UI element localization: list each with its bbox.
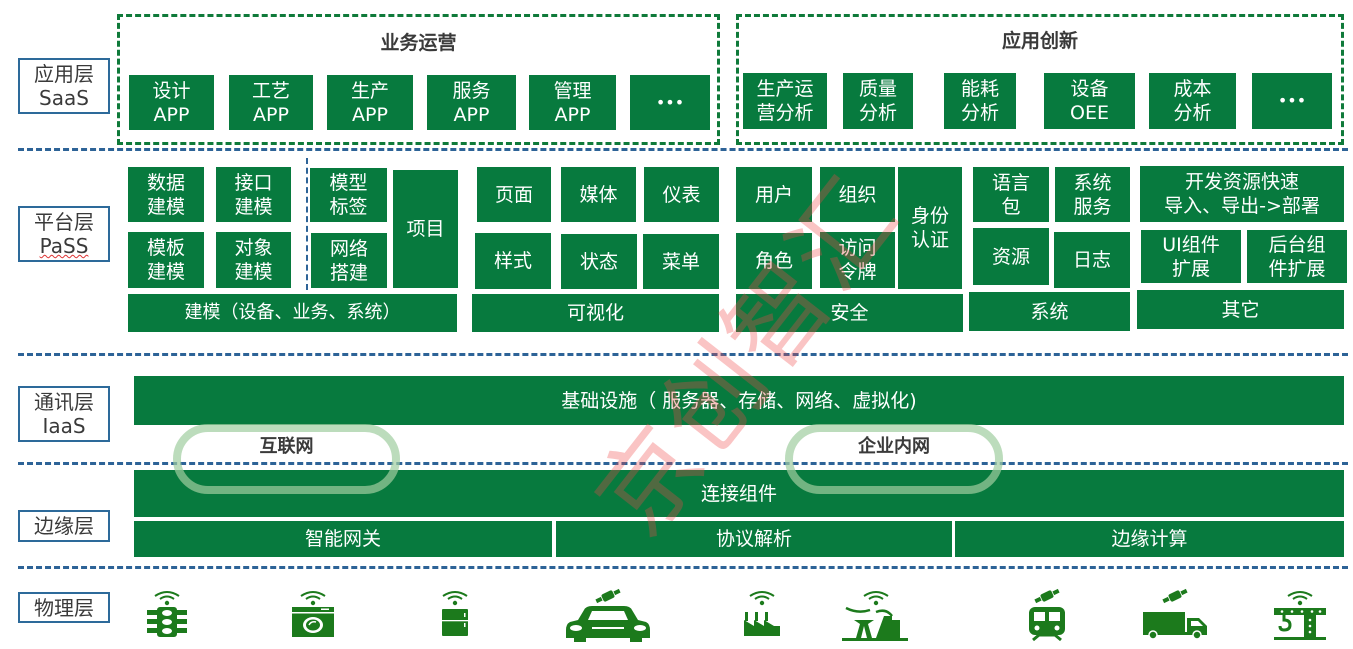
layer-label-paas: 平台层 PaSS (18, 206, 110, 262)
business-operations-title: 业务运营 (380, 32, 457, 54)
platform-modeling-footer[interactable]: 建模（设备、业务、系统） (128, 294, 457, 332)
washing-machine-icon (292, 607, 334, 637)
platform-logs[interactable]: 日志 (1054, 232, 1130, 288)
wifi-icon (863, 591, 889, 606)
wifi-icon (442, 591, 468, 606)
wifi-icon (749, 591, 775, 606)
traffic-light-icon (147, 607, 187, 637)
internet-label: 互联网 (259, 436, 314, 457)
platform-project[interactable]: 项目 (393, 170, 458, 288)
infrastructure-bar[interactable]: 基础设施（ 服务器、存储、网络、虚拟化) (134, 376, 1344, 425)
platform-object-modeling[interactable]: 对象 建模 (216, 232, 291, 288)
intranet-label: 企业内网 (858, 436, 930, 457)
platform-network-setup[interactable]: 网络 搭建 (311, 233, 387, 288)
car-icon (566, 606, 650, 642)
layer-label-iaas: 通讯层 IaaS (18, 386, 110, 442)
truck-icon (1143, 612, 1207, 640)
platform-visualization-footer[interactable]: 可视化 (472, 294, 719, 332)
app-service[interactable]: 服务 APP (427, 75, 516, 130)
app-management[interactable]: 管理 APP (529, 75, 616, 130)
edge-protocol-parsing[interactable]: 协议解析 (556, 521, 952, 557)
platform-organization[interactable]: 组织 (820, 167, 895, 222)
platform-page[interactable]: 页面 (477, 167, 551, 222)
power-plant-icon (842, 606, 908, 641)
wifi-icon (154, 591, 180, 606)
app-production[interactable]: 生产 APP (327, 75, 413, 130)
platform-language-pack[interactable]: 语言 包 (973, 167, 1049, 222)
platform-dashboard[interactable]: 仪表 (644, 167, 719, 222)
group-app-innovation (736, 14, 1344, 145)
app-process[interactable]: 工艺 APP (229, 75, 313, 130)
app-quality-analysis[interactable]: 质量 分析 (843, 73, 913, 129)
app-innovation-title: 应用创新 (1001, 30, 1078, 52)
refrigerator-icon (442, 609, 468, 636)
device-power-plant[interactable] (831, 590, 921, 642)
layer-label-physical: 物理层 (18, 592, 110, 623)
device-factory[interactable] (717, 590, 807, 638)
platform-identity-auth[interactable]: 身份 认证 (898, 167, 962, 289)
satellite-icon (1034, 588, 1060, 604)
app-production-ops-analysis[interactable]: 生产运 营分析 (743, 73, 827, 129)
platform-resources[interactable]: 资源 (973, 228, 1049, 285)
device-crane[interactable] (1255, 590, 1345, 640)
platform-style[interactable]: 样式 (475, 233, 551, 289)
satellite-icon (1162, 588, 1188, 604)
device-washing-machine[interactable] (268, 590, 358, 638)
app-design[interactable]: 设计 APP (129, 75, 214, 130)
wifi-icon (300, 591, 326, 606)
platform-interface-modeling[interactable]: 接口 建模 (216, 167, 291, 222)
platform-state[interactable]: 状态 (561, 234, 637, 289)
layer-label-paas-en: PaSS (39, 234, 89, 258)
platform-other-footer[interactable]: 其它 (1137, 290, 1344, 329)
edge-computing[interactable]: 边缘计算 (955, 521, 1344, 557)
app-energy-analysis[interactable]: 能耗 分析 (944, 73, 1016, 129)
platform-user[interactable]: 用户 (736, 167, 812, 222)
platform-template-modeling[interactable]: 模板 建模 (128, 232, 204, 288)
divider-modeling-vertical (306, 158, 308, 290)
layer-label-paas-cn: 平台层 (34, 210, 94, 234)
platform-backend-component-ext[interactable]: 后台组 件扩展 (1247, 230, 1347, 283)
device-refrigerator[interactable] (410, 590, 500, 638)
platform-system-footer[interactable]: 系统 (969, 292, 1130, 331)
edge-smart-gateway[interactable]: 智能网关 (134, 521, 552, 557)
crane-icon (1274, 608, 1326, 640)
platform-media[interactable]: 媒体 (561, 167, 636, 222)
divider-saas-paas (18, 148, 1348, 151)
platform-dev-resource-import-export[interactable]: 开发资源快速 导入、导出->部署 (1140, 166, 1344, 222)
factory-icon (744, 612, 780, 636)
platform-model-tags[interactable]: 模型 标签 (310, 168, 387, 222)
app-more[interactable]: ••• (630, 75, 710, 130)
device-traffic-light[interactable] (122, 590, 212, 638)
device-truck[interactable] (1130, 588, 1220, 640)
platform-security-footer[interactable]: 安全 (736, 294, 963, 332)
internet-ring (173, 424, 400, 494)
platform-data-modeling[interactable]: 数据 建模 (128, 167, 204, 222)
platform-ui-component-ext[interactable]: UI组件 扩展 (1141, 230, 1241, 283)
train-icon (1029, 607, 1065, 642)
divider-iaas-edge (18, 462, 1348, 465)
layer-label-edge: 边缘层 (18, 510, 110, 542)
intranet-ring (785, 424, 1003, 494)
layer-label-saas: 应用层 SaaS (18, 58, 110, 114)
device-car[interactable] (563, 588, 653, 642)
platform-system-service[interactable]: 系统 服务 (1055, 167, 1130, 222)
platform-access-token[interactable]: 访问 令牌 (820, 232, 895, 288)
app-innovation-more[interactable]: ••• (1252, 73, 1332, 129)
device-train[interactable] (1002, 588, 1092, 642)
satellite-icon (595, 588, 621, 604)
platform-menu[interactable]: 菜单 (643, 234, 719, 289)
wifi-icon (1287, 591, 1313, 606)
app-equipment-oee[interactable]: 设备 OEE (1044, 73, 1135, 129)
group-business-operations (117, 14, 720, 145)
app-cost-analysis[interactable]: 成本 分析 (1149, 73, 1236, 129)
platform-role[interactable]: 角色 (736, 233, 812, 289)
divider-paas-iaas (18, 353, 1348, 356)
divider-edge-physical (18, 566, 1348, 569)
